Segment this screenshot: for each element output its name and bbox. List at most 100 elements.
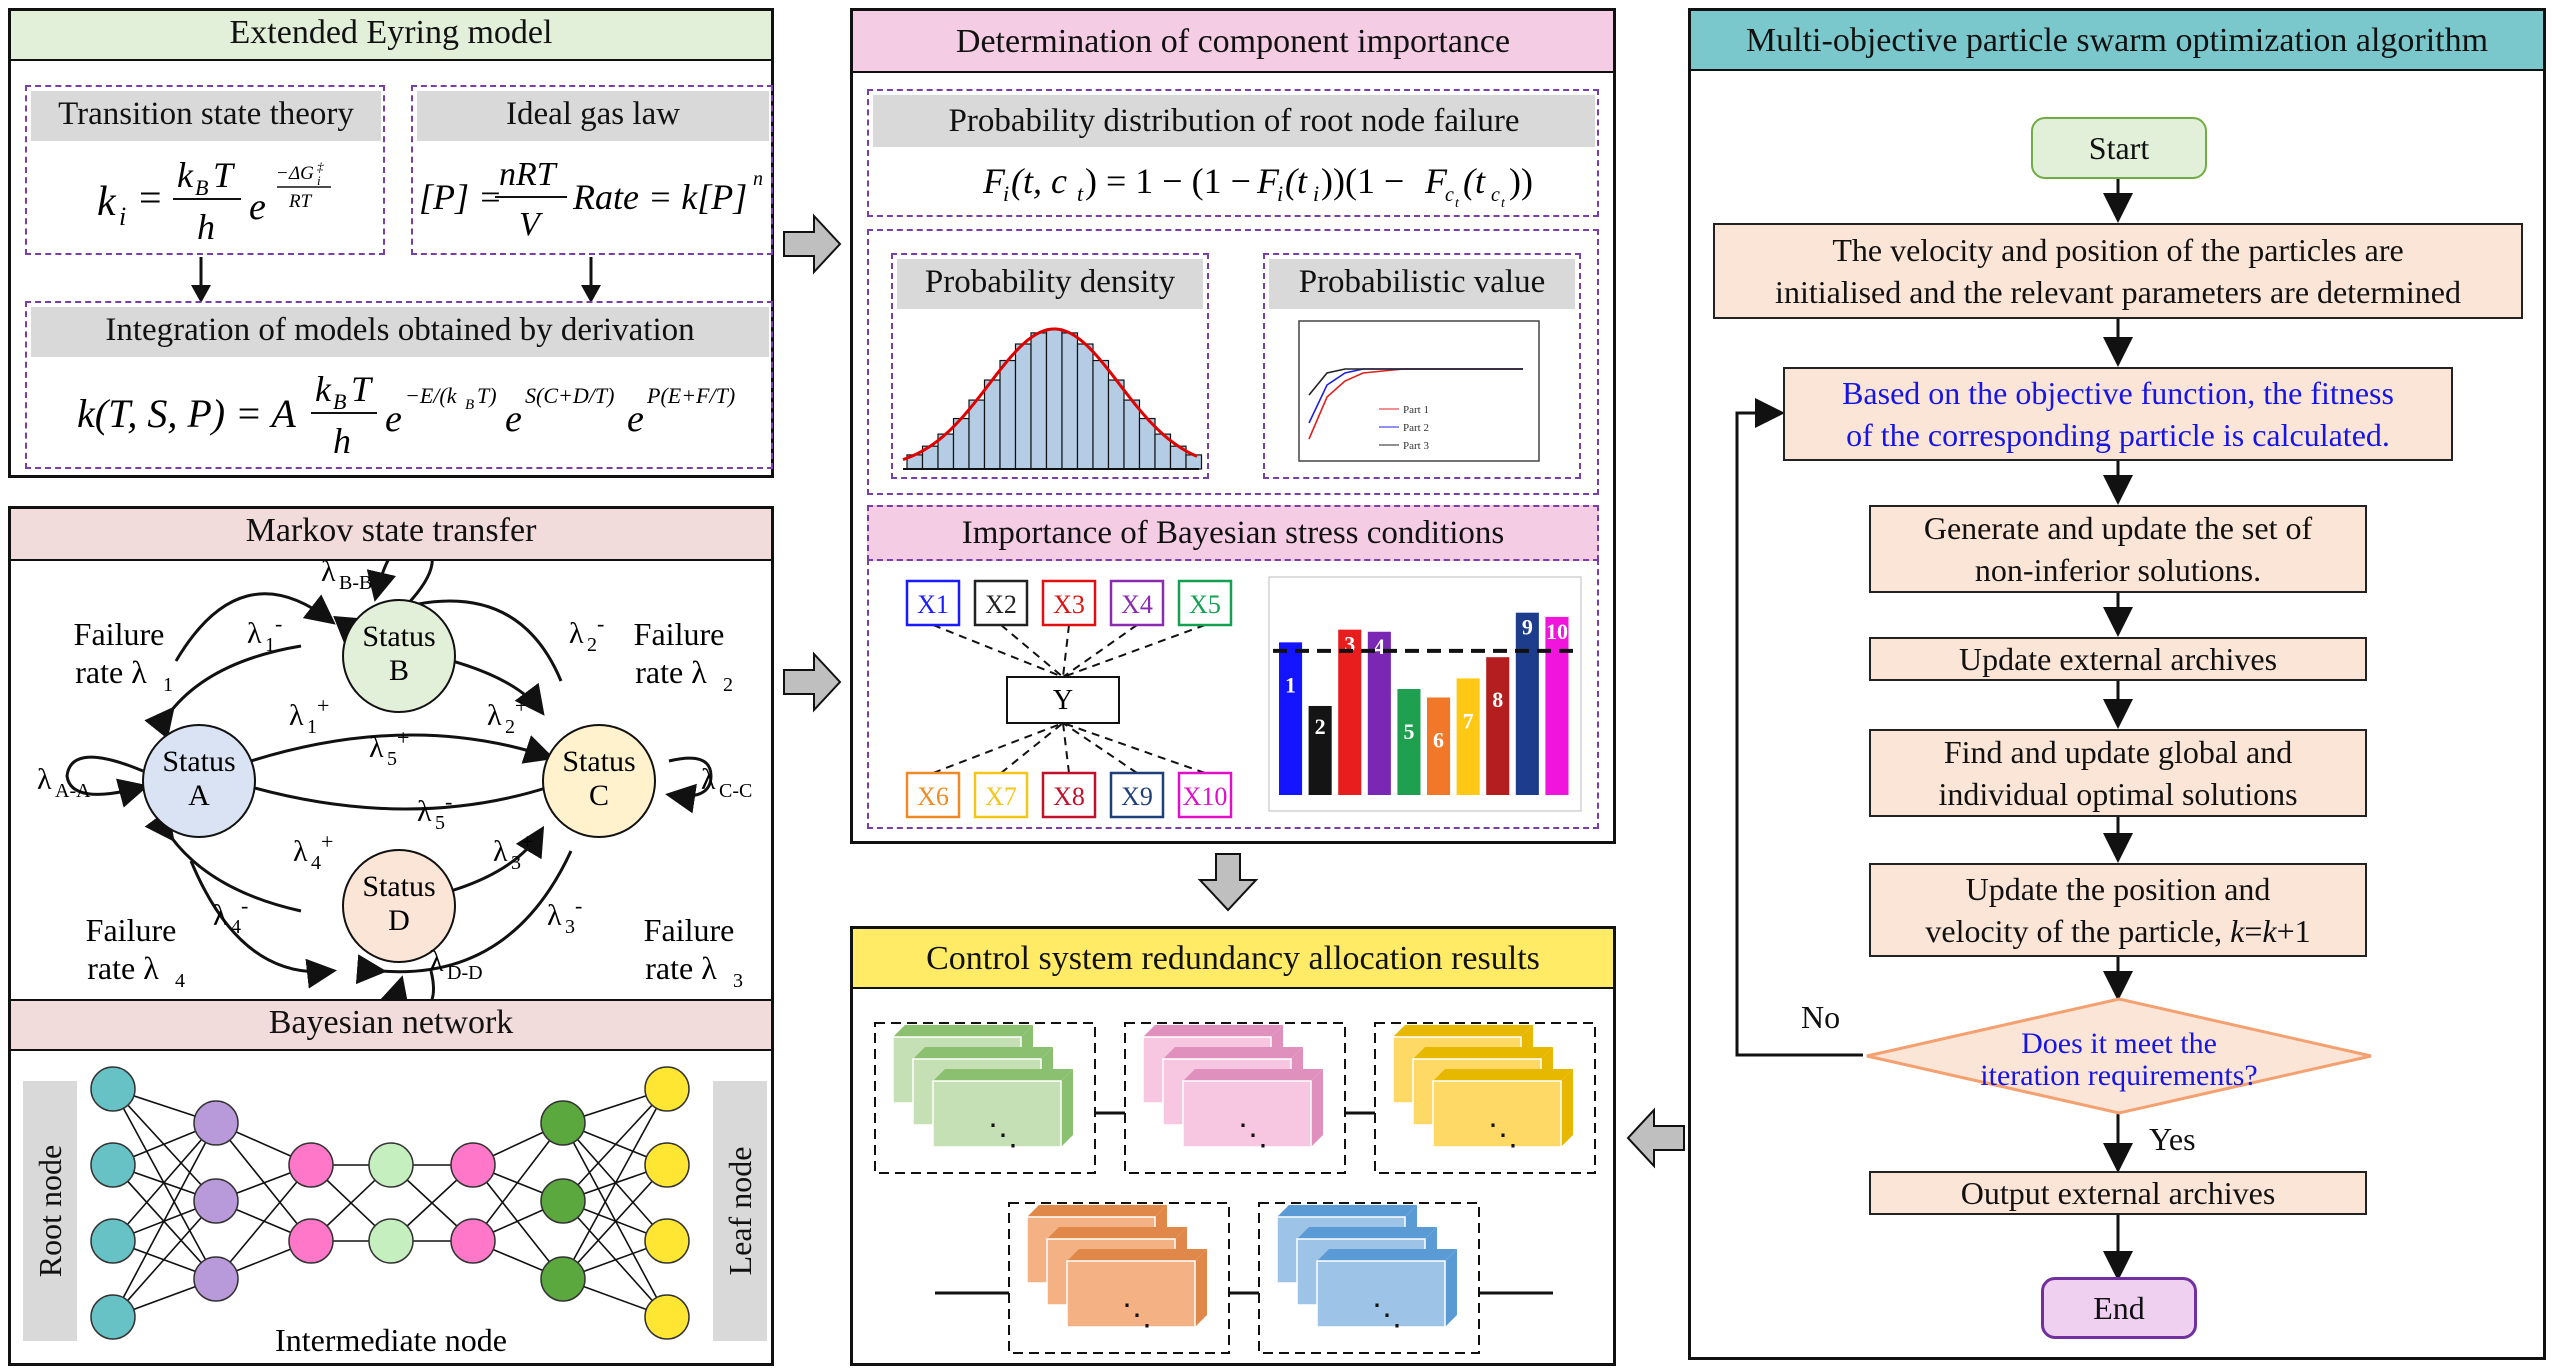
svg-text:λ: λ: [701, 763, 716, 796]
svg-text:=: =: [139, 175, 162, 220]
svg-text:-: -: [241, 893, 248, 918]
ideal-gas-label: Ideal gas law: [417, 91, 769, 141]
svg-text:Part 3: Part 3: [1403, 440, 1429, 452]
svg-text:) = 1 − (1 −: ) = 1 − (1 −: [1085, 161, 1251, 201]
importance-bar-label: 7: [1463, 708, 1474, 733]
bn-node-2-0: [288, 1142, 334, 1188]
importance-bar: [1486, 657, 1510, 795]
svg-text:λ: λ: [569, 617, 584, 650]
bn-node-0-3: [90, 1294, 136, 1340]
root-node-label: Root node: [23, 1081, 77, 1341]
x-node-bottom: X9: [1121, 782, 1153, 811]
svg-text:λ: λ: [487, 699, 502, 732]
svg-text:F: F: [1256, 161, 1280, 201]
redundancy-dots: ⋱: [1238, 1119, 1268, 1152]
svg-text:(t, c: (t, c: [1011, 161, 1067, 201]
svg-text:T): T): [477, 383, 497, 408]
importance-bar-label: 8: [1492, 687, 1503, 712]
mopso-title: Multi-objective particle swarm optimizat…: [1691, 11, 2543, 71]
redundancy-block: [1432, 1080, 1562, 1148]
svg-text:λ: λ: [493, 835, 508, 868]
x-node-top: X2: [985, 590, 1017, 619]
status-b-label: Status: [362, 620, 435, 653]
bn-node-5-0: [540, 1100, 586, 1146]
x-node-top: X1: [917, 590, 949, 619]
bayes-stress-header: Importance of Bayesian stress conditions: [867, 505, 1599, 561]
arrow-mopso-to-results: [1626, 1107, 1685, 1169]
bn-node-4-0: [450, 1142, 496, 1188]
density-bar: [983, 379, 1001, 470]
svg-text:C-C: C-C: [719, 780, 752, 802]
svg-text:c: c: [1491, 184, 1500, 206]
svg-text:nRT: nRT: [499, 156, 558, 193]
svg-text:h: h: [333, 421, 351, 461]
y-node-label: Y: [1053, 685, 1073, 716]
svg-text:+: +: [397, 725, 409, 750]
formula-k: k: [97, 179, 117, 225]
x-node-bottom: X8: [1053, 782, 1085, 811]
markov-diagram: Status A Status B Status C Status D Fail…: [37, 561, 752, 1001]
svg-text:Failure: Failure: [74, 616, 165, 652]
transition-state-formula: k i = k B T h e − ΔG ‡ i RT: [97, 155, 331, 247]
svg-text:D-D: D-D: [447, 962, 483, 984]
svg-text:+: +: [515, 693, 527, 718]
transition-state-box: Transition state theory k i = k B T h e …: [25, 85, 385, 255]
svg-text:ΔG: ΔG: [288, 163, 314, 184]
svg-text:4: 4: [231, 916, 241, 938]
svg-text:i: i: [1003, 181, 1009, 206]
decision-node: Does it meet the iteration requirements?: [1866, 997, 2372, 1115]
importance-panel: Determination of component importance Pr…: [850, 8, 1616, 844]
svg-text:B: B: [333, 389, 346, 414]
svg-text:RT: RT: [288, 191, 313, 212]
svg-text:k: k: [177, 155, 194, 195]
svg-text:+: +: [317, 693, 329, 718]
density-bar: [999, 359, 1017, 470]
arrow-markov-to-importance: [783, 651, 842, 713]
svg-text:-: -: [597, 611, 604, 636]
x-node-top: X4: [1121, 590, 1153, 619]
output-step: Output external archives: [1869, 1171, 2367, 1215]
svg-text:P(E+F/T): P(E+F/T): [646, 383, 735, 408]
redundancy-block: [1182, 1080, 1312, 1148]
x-node-bottom: X10: [1183, 782, 1228, 811]
init-step: The velocity and position of the particl…: [1713, 223, 2523, 319]
svg-text:c: c: [1445, 184, 1454, 206]
importance-bar: [1367, 631, 1391, 795]
density-bar: [1107, 379, 1125, 470]
x-node-bottom: X7: [985, 782, 1017, 811]
svg-text:B-B: B-B: [339, 572, 372, 594]
bn-node-6-1: [644, 1142, 690, 1188]
svg-text:e: e: [249, 186, 266, 228]
bn-node-5-2: [540, 1256, 586, 1302]
svg-text:λ: λ: [37, 763, 52, 796]
svg-text:h: h: [197, 207, 215, 247]
importance-bar: [1545, 616, 1569, 795]
prob-density-label: Probability density: [897, 259, 1203, 309]
bn-node-4-1: [450, 1218, 496, 1264]
importance-bar-label: 4: [1374, 634, 1385, 659]
svg-text:i: i: [119, 202, 126, 231]
svg-text:t: t: [1455, 196, 1460, 211]
svg-text:‡: ‡: [317, 159, 324, 174]
density-bar: [1045, 328, 1063, 470]
svg-text:B: B: [195, 175, 208, 200]
bn-node-6-2: [644, 1218, 690, 1264]
importance-bar-label: 1: [1285, 672, 1296, 697]
svg-text:5: 5: [387, 748, 397, 770]
svg-text:Part 2: Part 2: [1403, 422, 1429, 434]
svg-text:1: 1: [163, 674, 173, 696]
svg-text:t: t: [1077, 181, 1084, 206]
redundancy-dots: ⋱: [988, 1119, 1018, 1152]
yes-label: Yes: [2149, 1121, 2196, 1157]
update-archives-step: Update external archives: [1869, 637, 2367, 681]
svg-text:4: 4: [311, 852, 321, 874]
bn-node-3-0: [368, 1142, 414, 1188]
bn-node-5-1: [540, 1178, 586, 1224]
importance-title: Determination of component importance: [853, 11, 1613, 73]
update-position-step: Update the position and velocity of the …: [1869, 863, 2367, 957]
svg-text:2: 2: [723, 674, 733, 696]
